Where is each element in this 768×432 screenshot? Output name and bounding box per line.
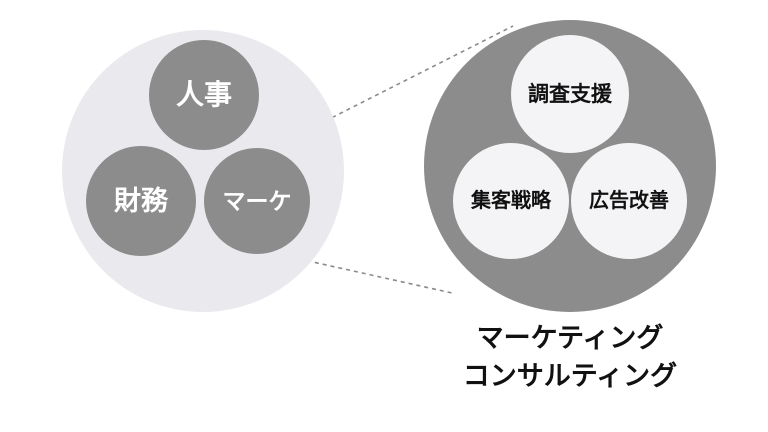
service-circle-research-support: 調査支援 <box>511 35 629 153</box>
service-circle-customer-acquisition: 集客戦略 <box>453 143 569 259</box>
caption-line-1: マーケティング <box>476 323 664 353</box>
service-label-customer-acquisition: 集客戦略 <box>471 190 551 212</box>
department-circle-finance: 財務 <box>86 146 196 256</box>
department-label-marketing: マーケ <box>222 187 292 214</box>
department-label-hr: 人事 <box>175 79 232 110</box>
service-circle-ad-improvement: 広告改善 <box>571 143 687 259</box>
service-label-research-support: 調査支援 <box>528 82 612 106</box>
diagram-caption: マーケティング コンサルティング <box>424 320 716 396</box>
service-label-ad-improvement: 広告改善 <box>589 190 669 212</box>
department-circle-marketing: マーケ <box>204 148 310 254</box>
department-label-finance: 財務 <box>114 185 168 216</box>
caption-line-2: コンサルティング <box>462 360 678 391</box>
department-circle-hr: 人事 <box>149 40 259 150</box>
